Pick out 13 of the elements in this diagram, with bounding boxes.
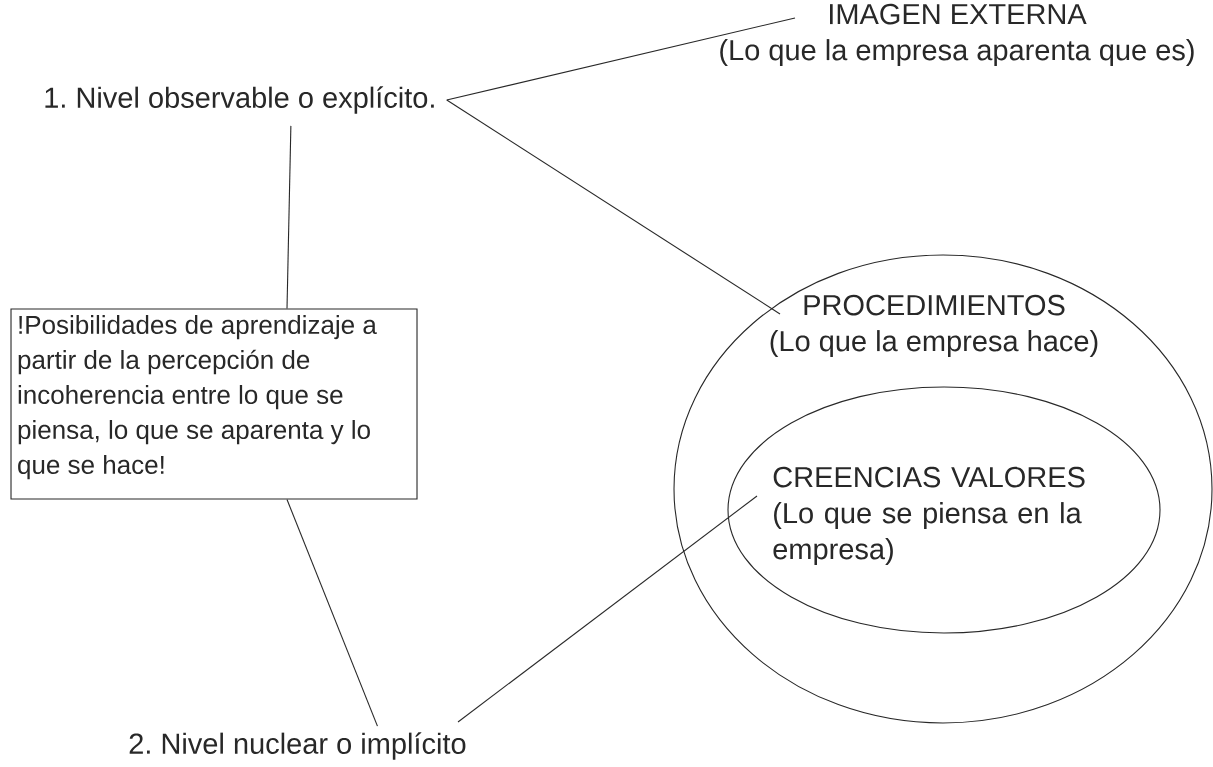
connector-line [446,17,796,101]
text-label: CREENCIAS VALORES (Lo que se piensa en la empresa) [773,466,1085,566]
outer-circle [673,254,1213,724]
note-box: !Posibilidades de aprendizaje a partir de la percepción de incoherencia entre lo que se piensa, lo que se aparenta y lo que se hace! [10,308,418,500]
connector-line [457,495,758,723]
connector-line [286,498,378,727]
inner-ellipse [727,386,1161,634]
text-label: IMAGEN EXTERNA (Lo que la empresa aparenta que es) [720,3,1194,67]
text-label: PROCEDIMIENTOS (Lo que la empresa hace) [770,294,1098,358]
connector-line [446,99,781,315]
connector-line [286,125,292,309]
level-label: 2. Nivel nuclear o implícito [129,732,466,760]
level-label: 1. Nivel observable o explícito. [45,86,434,114]
